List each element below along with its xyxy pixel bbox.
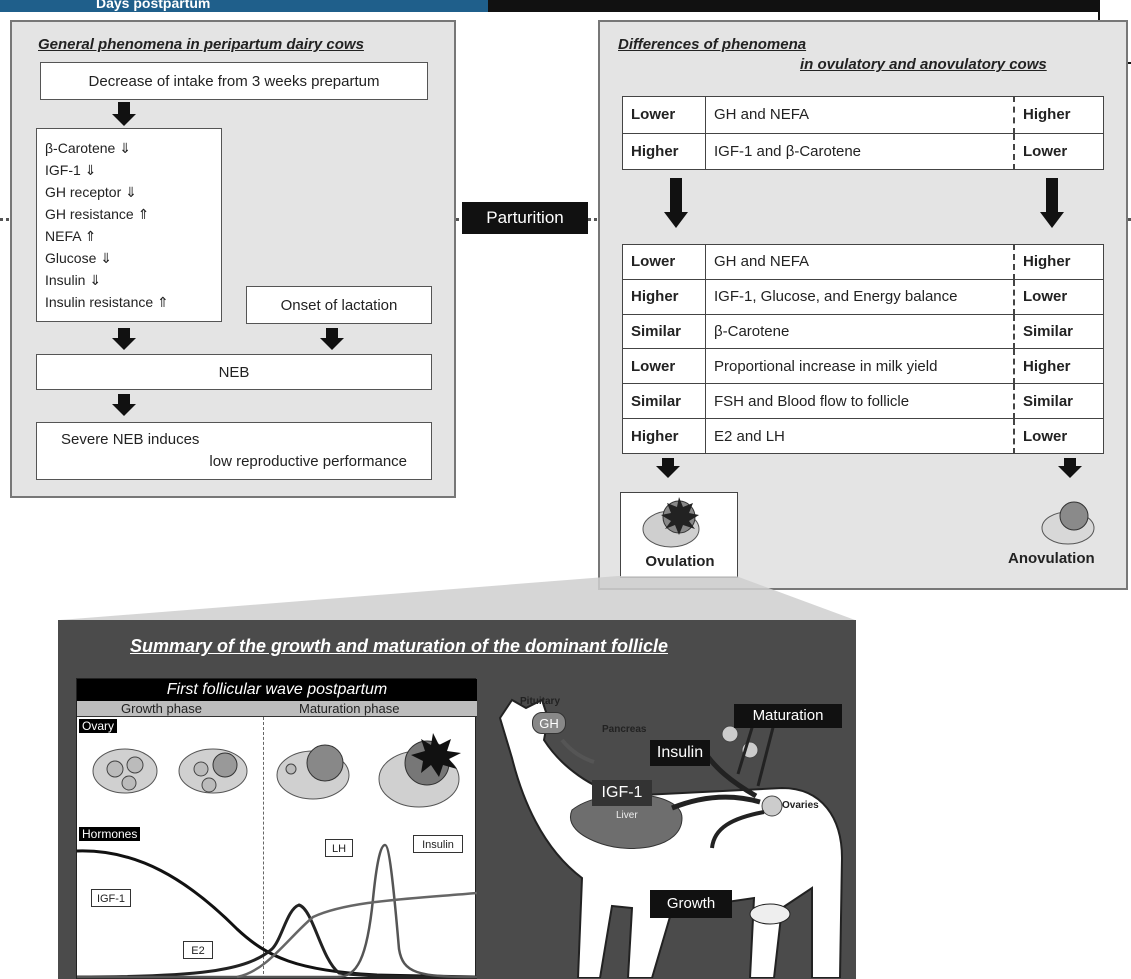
ovulation-box: Ovulation bbox=[620, 492, 738, 578]
table-row: Higher IGF-1, Glucose, and Energy balanc… bbox=[622, 278, 1104, 315]
cow-gh-label: GH bbox=[532, 712, 566, 734]
left-panel-title: General phenomena in peripartum dairy co… bbox=[38, 36, 364, 53]
row-left-value: Lower bbox=[622, 244, 706, 280]
table-row: Similar FSH and Blood flow to follicle S… bbox=[622, 383, 1104, 420]
neb-text: NEB bbox=[218, 363, 250, 381]
row-left-value: Higher bbox=[622, 132, 706, 170]
table-row: Lower Proportional increase in milk yiel… bbox=[622, 348, 1104, 385]
factor-igf1: IGF-1 ⇓ bbox=[45, 162, 97, 178]
phase-divider bbox=[263, 717, 264, 979]
cow-liver-label: Liver bbox=[616, 810, 638, 821]
bottom-panel: Summary of the growth and maturation of … bbox=[58, 620, 856, 979]
right-panel: Differences of phenomena in ovulatory an… bbox=[598, 20, 1128, 590]
row-right-value: Higher bbox=[1013, 348, 1104, 385]
anovulatory-follicle-icon bbox=[1041, 501, 1095, 545]
severe-neb-box: Severe NEB induces low reproductive perf… bbox=[36, 422, 432, 480]
row-left-value: Lower bbox=[622, 348, 706, 385]
igf1-curve-label: IGF-1 bbox=[91, 889, 131, 907]
row-right-value: Lower bbox=[1013, 132, 1104, 170]
parturition-label: Parturition bbox=[462, 202, 588, 234]
ovary-label: Ovary bbox=[79, 719, 118, 733]
row-middle-value: FSH and Blood flow to follicle bbox=[705, 383, 1015, 420]
factor-insulin: Insulin ⇓ bbox=[45, 272, 102, 288]
parturition-text: Parturition bbox=[486, 208, 564, 227]
row-left-value: Similar bbox=[622, 313, 706, 350]
row-right-value: Higher bbox=[1013, 244, 1104, 280]
header-banner-text: Days postpartum bbox=[96, 0, 211, 11]
lactation-box: Onset of lactation bbox=[246, 286, 432, 324]
igf1-curve bbox=[77, 849, 477, 979]
right-panel-title-1: Differences of phenomena bbox=[618, 36, 807, 53]
insulin-curve bbox=[236, 891, 477, 979]
neb-box: NEB bbox=[36, 354, 432, 390]
cow-pituitary-label: Pituitary bbox=[520, 696, 561, 707]
header-banner: Days postpartum bbox=[0, 0, 488, 12]
factor-gh-resistance: GH resistance ⇑ bbox=[45, 206, 150, 222]
row-right-value: Lower bbox=[1013, 278, 1104, 315]
right-panel-title-2: in ovulatory and anovulatory cows bbox=[800, 56, 1047, 73]
maturation-phase-label: Maturation phase bbox=[299, 701, 400, 716]
lh-curve bbox=[77, 843, 477, 979]
cow-illustration bbox=[498, 698, 844, 978]
cow-insulin-label: Insulin bbox=[650, 740, 710, 766]
factor-nefa: NEFA ⇑ bbox=[45, 228, 97, 244]
left-panel: General phenomena in peripartum dairy co… bbox=[10, 20, 456, 498]
table-row: Lower GH and NEFA Higher bbox=[622, 244, 1104, 280]
table-row: Higher IGF-1 and β-Carotene Lower bbox=[622, 132, 1104, 170]
row-right-value: Higher bbox=[1013, 96, 1104, 134]
lh-curve-label: LH bbox=[325, 839, 353, 857]
cow-ovaries-label: Ovaries bbox=[782, 800, 819, 811]
row-right-value: Similar bbox=[1013, 313, 1104, 350]
factor-beta-carotene: β-Carotene ⇓ bbox=[45, 140, 131, 156]
row-left-value: Similar bbox=[622, 383, 706, 420]
postpartum-table: Lower GH and NEFA Higher Higher IGF-1, G… bbox=[622, 244, 1104, 454]
row-right-value: Similar bbox=[1013, 383, 1104, 420]
cow-igf1-label: IGF-1 bbox=[592, 780, 652, 806]
factor-gh-receptor: GH receptor ⇓ bbox=[45, 184, 137, 200]
row-middle-value: E2 and LH bbox=[705, 418, 1015, 454]
cow-maturation-label: Maturation bbox=[734, 704, 842, 728]
hormone-curves bbox=[77, 843, 477, 979]
severe-line-2: low reproductive performance bbox=[209, 453, 407, 470]
row-middle-value: β-Carotene bbox=[705, 313, 1015, 350]
row-middle-value: GH and NEFA bbox=[705, 244, 1015, 280]
row-left-value: Higher bbox=[622, 418, 706, 454]
wave-panel: First follicular wave postpartum Growth … bbox=[76, 678, 477, 979]
cow-gh-text: GH bbox=[539, 716, 559, 731]
cow-growth-label: Growth bbox=[650, 890, 732, 918]
factors-box: β-Carotene ⇓ IGF-1 ⇓ GH receptor ⇓ GH re… bbox=[36, 128, 222, 322]
insulin-curve-label: Insulin bbox=[413, 835, 463, 853]
factor-glucose: Glucose ⇓ bbox=[45, 250, 112, 266]
row-left-value: Lower bbox=[622, 96, 706, 134]
row-middle-value: GH and NEFA bbox=[705, 96, 1015, 134]
anovulation-label: Anovulation bbox=[1008, 550, 1095, 567]
cow-pancreas-label: Pancreas bbox=[602, 724, 647, 735]
row-left-value: Higher bbox=[622, 278, 706, 315]
lactation-text: Onset of lactation bbox=[280, 296, 398, 314]
hormones-label: Hormones bbox=[79, 827, 141, 841]
ovulating-follicle-icon bbox=[642, 497, 700, 548]
prepartum-table: Lower GH and NEFA Higher Higher IGF-1 an… bbox=[622, 96, 1104, 170]
ovary-stages-icon bbox=[92, 733, 461, 808]
table-row: Lower GH and NEFA Higher bbox=[622, 96, 1104, 134]
table-row: Higher E2 and LH Lower bbox=[622, 418, 1104, 454]
e2-curve-label: E2 bbox=[183, 941, 213, 959]
ovulation-label: Ovulation bbox=[645, 553, 715, 570]
factor-insulin-resistance: Insulin resistance ⇑ bbox=[45, 294, 169, 310]
row-right-value: Lower bbox=[1013, 418, 1104, 454]
intake-text: Decrease of intake from 3 weeks prepartu… bbox=[88, 72, 380, 90]
wave-title: First follicular wave postpartum bbox=[77, 679, 477, 701]
e2-curve bbox=[77, 903, 477, 979]
growth-phase-label: Growth phase bbox=[121, 701, 202, 716]
table-row: Similar β-Carotene Similar bbox=[622, 313, 1104, 350]
row-middle-value: IGF-1 and β-Carotene bbox=[705, 132, 1015, 170]
wave-title-text: First follicular wave postpartum bbox=[166, 681, 388, 698]
header-dark-strip bbox=[488, 0, 1100, 12]
phase-header: Growth phase Maturation phase bbox=[77, 701, 477, 717]
row-middle-value: IGF-1, Glucose, and Energy balance bbox=[705, 278, 1015, 315]
bottom-panel-title: Summary of the growth and maturation of … bbox=[130, 636, 669, 656]
severe-line-1: Severe NEB induces bbox=[61, 431, 200, 448]
row-middle-value: Proportional increase in milk yield bbox=[705, 348, 1015, 385]
intake-box: Decrease of intake from 3 weeks prepartu… bbox=[40, 62, 428, 100]
